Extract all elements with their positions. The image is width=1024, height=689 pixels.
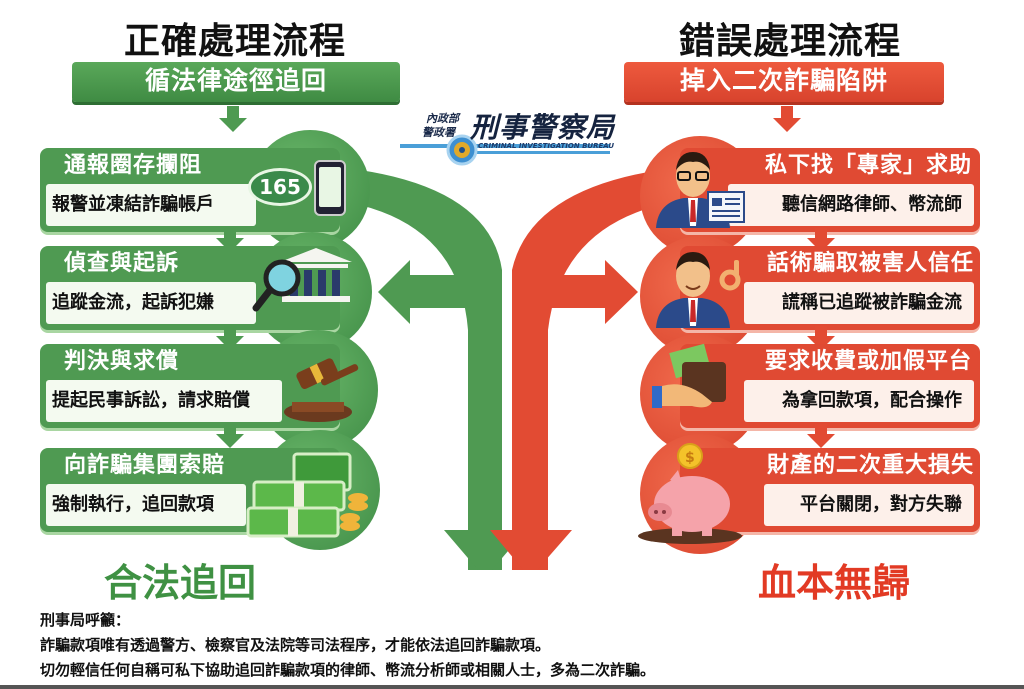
bottom-border xyxy=(0,685,1024,689)
right-step-3: 要求收費或加假平台 為拿回款項，配合操作 xyxy=(680,344,980,428)
left-step-3-heading: 判決與求償 xyxy=(64,349,180,374)
right-step-2-detail: 謊稱已追蹤被詐騙金流 xyxy=(744,282,974,324)
right-step-3-heading: 要求收費或加假平台 xyxy=(764,349,972,374)
right-step-2-heading: 話術騙取被害人信任 xyxy=(766,251,974,276)
left-step-2: 偵查與起訴 追蹤金流，起訴犯嫌 xyxy=(40,246,340,330)
right-banner-arrow-icon xyxy=(773,118,801,132)
right-step-4-heading: 財產的二次重大損失 xyxy=(766,453,974,478)
cib-logo: 內政部 警政署 刑事警察局 CRIMINAL INVESTIGATION BUR… xyxy=(400,104,620,166)
left-step-2-heading: 偵查與起訴 xyxy=(64,251,180,276)
magnifier-bank-icon xyxy=(252,240,362,320)
right-step-1-heading: 私下找「專家」求助 xyxy=(764,153,972,178)
right-step-4: 財產的二次重大損失 平台關閉，對方失聯 xyxy=(680,448,980,532)
notice-heading: 刑事局呼籲： xyxy=(40,611,131,629)
logo-line2: 警政署 xyxy=(422,126,455,139)
left-step-arrow-stem-3 xyxy=(224,424,236,436)
left-step-1-detail: 報警並凍結詐騙帳戶 xyxy=(46,184,256,226)
right-step-arrow-stem-1 xyxy=(815,228,827,240)
left-step-3: 判決與求償 提起民事訴訟，請求賠償 xyxy=(40,344,340,428)
fake-expert-icon xyxy=(648,140,748,228)
gavel-icon xyxy=(280,350,370,430)
right-step-arrow-stem-2 xyxy=(815,326,827,338)
left-step-1: 通報圈存攔阻 報警並凍結詐騙帳戶 xyxy=(40,148,340,232)
left-title: 正確處理流程 xyxy=(123,21,346,62)
right-step-1: 私下找「專家」求助 聽信網路律師、幣流師 xyxy=(680,148,980,232)
right-step-4-detail: 平台關閉，對方失聯 xyxy=(764,484,974,526)
left-step-4-heading: 向詐騙集團索賠 xyxy=(64,453,226,478)
ok-hand-man-icon xyxy=(648,240,748,328)
left-step-1-heading: 通報圈存攔阻 xyxy=(64,153,203,178)
center-arrows xyxy=(360,170,660,570)
piggy-bank-icon: $ xyxy=(630,440,750,550)
right-step-arrow-stem-3 xyxy=(815,424,827,436)
left-banner-arrow-stem xyxy=(227,106,239,118)
svg-text:$: $ xyxy=(685,450,695,466)
left-step-arrow-stem-1 xyxy=(224,228,236,240)
left-step-2-detail: 追蹤金流，起訴犯嫌 xyxy=(46,282,256,324)
right-banner: 掉入二次詐騙陷阱 xyxy=(624,62,944,102)
right-banner-arrow-stem xyxy=(781,106,793,118)
left-step-4-detail: 強制執行，追回款項 xyxy=(46,484,246,526)
left-step-arrow-3-icon xyxy=(216,434,244,448)
right-step-arrow-3-icon xyxy=(807,434,835,448)
165-phone-icon: 165 xyxy=(248,160,358,220)
money-stack-icon xyxy=(246,448,376,544)
logo-english: CRIMINAL INVESTIGATION BUREAU xyxy=(478,142,615,150)
notice-line-2: 切勿輕信任何自稱可私下協助追回詐騙款項的律師、幣流分析師或相關人士，多為二次詐騙… xyxy=(40,661,656,679)
left-step-3-detail: 提起民事訴訟，請求賠償 xyxy=(46,380,282,422)
left-banner-arrow-icon xyxy=(219,118,247,132)
phone-icon xyxy=(314,160,346,216)
logo-name: 刑事警察局 xyxy=(470,111,616,144)
logo-line1: 內政部 xyxy=(426,112,459,125)
right-result: 血本無歸 xyxy=(758,561,911,605)
left-step-arrow-stem-2 xyxy=(224,326,236,338)
notice-line-1: 詐騙款項唯有透過警方、檢察官及法院等司法程序，才能依法追回詐騙款項。 xyxy=(40,636,551,654)
right-step-1-detail: 聽信網路律師、幣流師 xyxy=(728,184,974,226)
left-banner: 循法律途徑追回 xyxy=(72,62,400,102)
right-step-3-detail: 為拿回款項，配合操作 xyxy=(744,380,974,422)
right-title: 錯誤處理流程 xyxy=(678,21,901,62)
hand-wallet-icon xyxy=(652,340,742,420)
right-step-2: 話術騙取被害人信任 謊稱已追蹤被詐騙金流 xyxy=(680,246,980,330)
badge-165: 165 xyxy=(248,168,312,206)
left-result: 合法追回 xyxy=(104,561,257,605)
